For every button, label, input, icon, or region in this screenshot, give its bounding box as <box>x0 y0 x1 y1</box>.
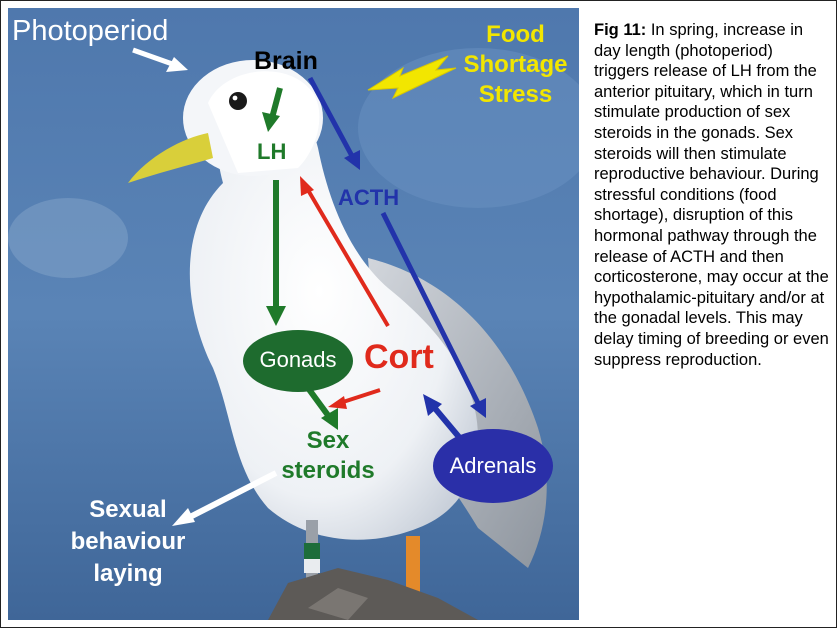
label-acth: ACTH <box>338 186 399 210</box>
label-sex: Sex <box>263 426 393 456</box>
label-steroids: steroids <box>263 456 393 486</box>
label-sexual-behaviour-laying: Sexual behaviour laying <box>58 494 198 590</box>
gull-eye <box>229 92 247 110</box>
label-food-shortage-stress: Food Shortage Stress <box>453 20 578 110</box>
label-sexual: Sexual <box>58 494 198 526</box>
label-brain: Brain <box>254 48 318 76</box>
photo-background: Photoperiod Brain Food Shortage Stress L… <box>8 8 579 620</box>
label-cort: Cort <box>364 339 434 376</box>
label-laying: laying <box>58 558 198 590</box>
label-behaviour: behaviour <box>58 526 198 558</box>
label-shortage: Shortage <box>453 50 578 80</box>
caption-fig-label: Fig 11: <box>594 21 646 39</box>
label-stress: Stress <box>453 80 578 110</box>
figure-caption: Fig 11: In spring, increase in day lengt… <box>594 20 830 370</box>
gull-leg-right <box>406 536 420 596</box>
label-food: Food <box>453 20 578 50</box>
label-gonads: Gonads <box>243 348 353 372</box>
caption-text: In spring, increase in day length (photo… <box>594 21 829 369</box>
label-lh: LH <box>257 140 286 164</box>
label-adrenals: Adrenals <box>433 454 553 478</box>
label-sex-steroids: Sex steroids <box>263 426 393 486</box>
label-photoperiod: Photoperiod <box>12 16 168 48</box>
